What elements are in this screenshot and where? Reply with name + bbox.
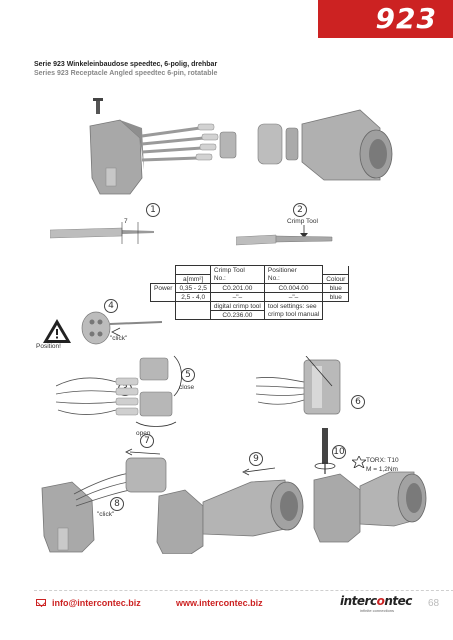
torx-label: TORX: T10 [366,457,399,464]
insert-assembly-illustration [56,355,182,427]
table-header-no-crimp: No.: [209,274,265,284]
table-header-positioner: Positioner [263,265,323,275]
torx-star-icon [352,456,366,468]
table-header-colour: Colour [322,274,350,284]
page-number: 68 [428,598,440,609]
logo-text-start: interc [340,594,377,608]
step-1-badge: 1 [146,203,160,217]
click-label-step-8: "click" [97,511,115,518]
table-cell-colour-2: blue [322,292,350,302]
table-cell-area-2: 2,5 - 4,0 [175,292,211,302]
footer-website-link[interactable]: www.intercontec.biz [176,598,263,608]
torque-label: M = 1,2Nm [366,466,398,473]
insert-contact-illustration [81,311,163,345]
title-english: Series 923 Receptacle Angled speedtec 6-… [34,70,218,77]
step-7-badge: 7 [140,434,154,448]
logo-tagline: infinite connections [360,608,395,613]
table-cell-positioner-2: –"– [263,292,323,302]
step-2-badge: 2 [293,203,307,217]
closed-insert-illustration [256,356,341,415]
series-header-tab: 923 [318,0,453,38]
click-label-step-4: "click" [110,335,128,342]
footer-divider [34,590,453,591]
intercontec-logo: intercontec [340,594,412,608]
table-header-crimp-tool: Crimp Tool [209,265,265,275]
table-cell-crimp-1: C0.201.00 [209,283,265,293]
table-cell-positioner-3: tool settings: see [263,301,323,311]
table-cell-crimp-3: digital crimp tool [209,301,265,311]
open-label: open [136,430,151,437]
table-cell-positioner-1: C0.004.00 [263,283,323,293]
table-cell-crimp-2: –"– [209,292,265,302]
crimp-contact-illustration [236,225,333,246]
series-number: 923 [375,2,437,35]
step-4-badge: 4 [104,299,118,313]
footer-email-link[interactable]: info@intercontec.biz [52,598,141,608]
housing-insert-illustration [41,448,167,553]
wire-strip-illustration [50,222,154,244]
envelope-icon [36,599,46,606]
title-german: Serie 923 Winkeleinbaudose speedtec, 6-p… [34,61,218,68]
logo-text-end: ntec [384,594,412,608]
step-6-badge: 6 [351,395,365,409]
logo-text-accent: o [376,594,385,608]
step-8-badge: 8 [110,497,124,511]
warning-triangle-icon [43,319,71,343]
table-cell-area-1: 0,35 - 2,5 [175,283,211,293]
step-9-badge: 9 [249,452,263,466]
crimp-tool-table: Crimp Tool Positioner a[mm²] No.: No.: C… [149,265,350,320]
table-row-label-power: Power [149,283,176,293]
screw-tightening-illustration [313,428,427,543]
table-cell-positioner-4: crimp tool manual [263,310,324,320]
rear-housing-assembly-illustration [156,467,304,554]
table-cell-crimp-4: C0.236.00 [209,310,265,320]
strip-length-label: 7 [124,218,128,225]
table-header-no-positioner: No.: [263,274,323,284]
table-cell-colour-1: blue [322,283,350,293]
close-label: close [179,384,195,391]
exploded-view-illustration [89,98,393,195]
crimp-tool-label: Crimp Tool [287,218,318,225]
step-10-badge: 10 [332,445,346,459]
position-warning-label: Position! [36,343,61,350]
table-header-area: a[mm²] [175,274,211,284]
